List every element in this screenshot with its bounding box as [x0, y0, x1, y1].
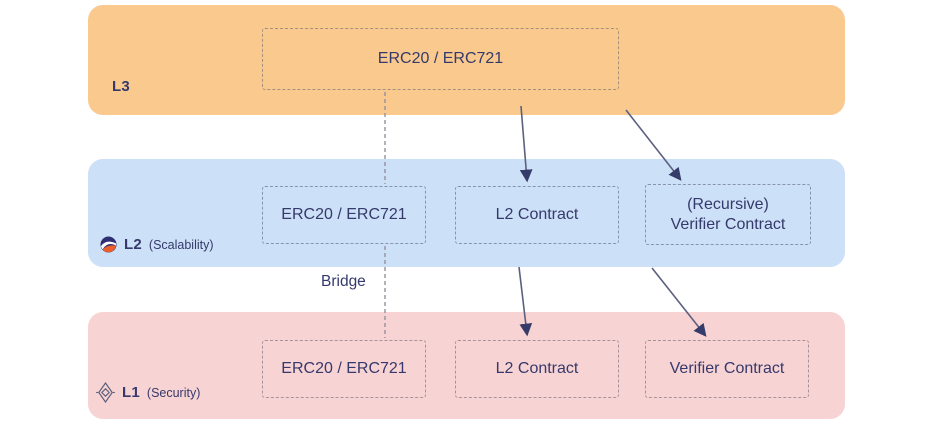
- layer-name-l1: L1: [122, 384, 140, 401]
- box-l1-erc20-erc721: ERC20 / ERC721: [262, 340, 426, 398]
- layer-band-l2: [88, 159, 845, 267]
- layer-band-l1: [88, 312, 845, 419]
- ethereum-logo-icon: [96, 382, 115, 403]
- layer-sublabel-l1: (Security): [146, 385, 201, 400]
- box-l3-erc20-erc721: ERC20 / ERC721: [262, 28, 619, 90]
- box-label: ERC20 / ERC721: [281, 360, 407, 377]
- box-label: L2 Contract: [495, 360, 579, 377]
- box-label-line1: (Recursive): [687, 195, 769, 213]
- layer-label-l1: L1 (Security): [96, 382, 200, 403]
- starknet-logo-icon: [100, 236, 117, 253]
- box-l2-contract: L2 Contract: [455, 186, 619, 244]
- layer-sublabel-l2: (Scalability): [148, 237, 214, 252]
- layer-label-l2: L2 (Scalability): [100, 236, 214, 253]
- box-label: Verifier Contract: [669, 360, 785, 377]
- box-label: ERC20 / ERC721: [281, 206, 407, 223]
- box-label: ERC20 / ERC721: [377, 50, 504, 67]
- box-l1-contract: L2 Contract: [455, 340, 619, 398]
- box-l2-recursive-verifier-contract: (Recursive) Verifier Contract: [645, 184, 811, 245]
- bridge-label: Bridge: [321, 273, 366, 290]
- layer-name-l3: L3: [112, 78, 130, 95]
- box-l1-verifier-contract: Verifier Contract: [645, 340, 809, 398]
- box-l2-erc20-erc721: ERC20 / ERC721: [262, 186, 426, 244]
- layer-name-l2: L2: [124, 236, 142, 253]
- layer-label-l3: L3: [112, 78, 130, 95]
- box-label: L2 Contract: [495, 206, 579, 223]
- layer-band-l3: [88, 5, 845, 115]
- box-label-line2: Verifier Contract: [670, 215, 786, 233]
